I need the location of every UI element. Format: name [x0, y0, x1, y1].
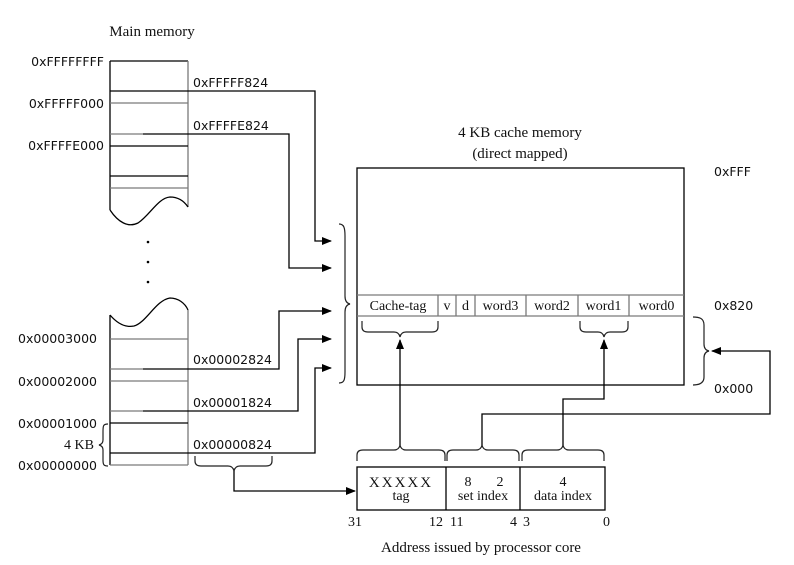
cache-row-brace	[338, 223, 351, 384]
cache-line-row	[357, 294, 684, 317]
tag-brace	[361, 321, 439, 338]
bit-number: 31	[348, 515, 362, 530]
block-size-label: 4 KB	[64, 438, 94, 453]
cache-subtitle: (direct mapped)	[472, 146, 567, 162]
cache-memory-box	[356, 167, 685, 386]
cache-title: 4 KB cache memory	[458, 125, 582, 141]
main-memory-column	[109, 60, 189, 466]
mapped-address-label: 0xFFFFE824	[193, 118, 269, 133]
block-size-brace	[98, 423, 109, 467]
set-range-brace	[692, 316, 710, 386]
cache-address-top: 0xFFF	[714, 164, 751, 179]
address-register	[356, 466, 606, 511]
ellipsis-dot	[146, 260, 150, 264]
cache-field-word1: word1	[586, 299, 622, 314]
ellipsis-dot	[146, 240, 150, 244]
word1-brace	[579, 321, 629, 338]
cache-field-dirty: d	[462, 299, 469, 314]
address-feed-arrow	[233, 471, 356, 495]
cache-field-tag: Cache-tag	[370, 299, 427, 314]
address-tag-value: XXXXX	[369, 475, 433, 491]
set-select-arrow	[481, 347, 771, 445]
address-set-value: 8	[465, 475, 472, 490]
mapping-arrow	[188, 364, 332, 454]
data-field-brace	[521, 444, 605, 461]
memory-boundary-label: 0xFFFFE000	[28, 138, 104, 153]
mapping-arrow	[188, 133, 332, 272]
address-data-value: 4	[560, 475, 567, 490]
cache-field-word3: word3	[483, 299, 519, 314]
memory-boundary-label: 0xFFFFFFFF	[31, 54, 104, 69]
address-data-label: data index	[534, 489, 592, 504]
memory-boundary-label: 0x00000000	[18, 458, 97, 473]
ellipsis-dot	[146, 280, 150, 284]
mapping-arrow	[188, 335, 332, 412]
mapped-address-label: 0x00000824	[193, 437, 272, 452]
mapped-address-label: 0x00001824	[193, 395, 272, 410]
cache-field-word0: word0	[639, 299, 675, 314]
bit-number: 3	[523, 515, 530, 530]
data-select-arrow	[562, 339, 608, 445]
bit-number: 4	[510, 515, 517, 530]
main-memory-title: Main memory	[109, 24, 195, 40]
address-tag-label: tag	[392, 489, 409, 504]
memory-boundary-label: 0x00002000	[18, 374, 97, 389]
mapping-arrow	[188, 307, 332, 370]
memory-break-bottom	[109, 297, 189, 328]
tag-field-brace	[356, 444, 446, 461]
set-field-brace	[446, 444, 520, 461]
address-set-label: set index	[458, 489, 508, 504]
bit-number: 12	[429, 515, 443, 530]
memory-boundary-label: 0x00001000	[18, 416, 97, 431]
cache-address-bottom: 0x000	[714, 381, 753, 396]
memory-break-top	[109, 196, 189, 226]
cache-field-word2: word2	[534, 299, 570, 314]
mapping-arrow	[188, 90, 332, 245]
cache-field-valid: v	[444, 299, 451, 314]
address-offset-brace	[194, 456, 273, 472]
cache-address-row: 0x820	[714, 298, 753, 313]
bit-number: 0	[603, 515, 610, 530]
bit-number: 11	[450, 515, 463, 530]
address-set-value: 2	[497, 475, 504, 490]
mapped-address-label: 0xFFFFF824	[193, 75, 268, 90]
memory-boundary-label: 0xFFFFF000	[29, 96, 104, 111]
memory-boundary-label: 0x00003000	[18, 331, 97, 346]
address-caption: Address issued by processor core	[381, 540, 581, 556]
mapped-address-label: 0x00002824	[193, 352, 272, 367]
